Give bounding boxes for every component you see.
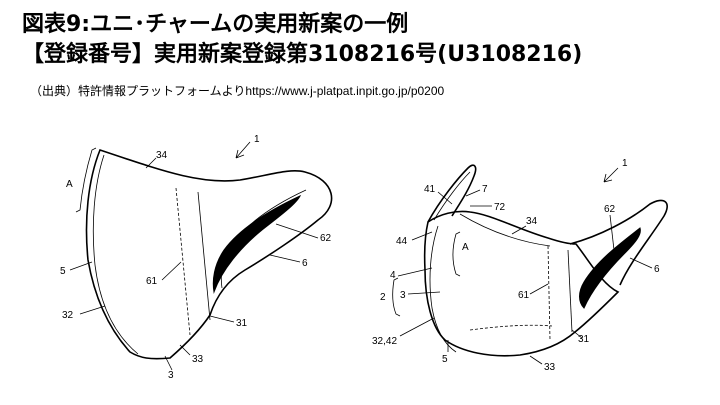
left-leader-32 xyxy=(79,305,106,315)
right-label-31: 31 xyxy=(578,334,590,345)
right-label-a: A xyxy=(462,242,469,253)
right-right-ear-loop xyxy=(569,199,668,286)
left-leader-5 xyxy=(69,261,93,271)
left-leader-3 xyxy=(164,355,173,371)
right-leader-41 xyxy=(437,191,453,205)
source-prefix: （出典）特許情報プラットフォームより xyxy=(30,84,246,98)
left-label-a: A xyxy=(66,179,73,190)
right-ridge-line xyxy=(459,213,551,247)
right-leader-31 xyxy=(571,329,583,339)
left-ear-slot-inner xyxy=(220,189,307,289)
left-label-6: 6 xyxy=(302,258,308,269)
source-note: （出典）特許情報プラットフォームよりhttps://www.j-platpat.… xyxy=(30,82,444,99)
right-leader-3 xyxy=(407,291,441,295)
right-bracket-a xyxy=(452,231,461,277)
left-label-3: 3 xyxy=(168,370,174,381)
left-bracket-a xyxy=(75,147,97,213)
right-left-ear-loop xyxy=(427,164,477,223)
left-mask-outline xyxy=(85,149,333,360)
right-label-32-42: 32,42 xyxy=(372,336,397,347)
left-label-32: 32 xyxy=(62,310,74,321)
left-arrow-1 xyxy=(235,141,251,159)
right-arrow-1 xyxy=(603,167,619,183)
right-front-edge xyxy=(429,225,457,353)
left-label-34: 34 xyxy=(156,150,168,161)
right-mask-drawing: 1 41 7 72 34 62 44 A 4 2 3 61 6 31 32,42… xyxy=(372,158,668,373)
left-leader-34 xyxy=(145,157,157,169)
left-leader-62 xyxy=(275,223,319,239)
right-mask-outline xyxy=(423,210,620,357)
right-seam-31 xyxy=(567,249,573,333)
left-label-31: 31 xyxy=(236,318,248,329)
right-label-62: 62 xyxy=(604,204,616,215)
right-leader-6 xyxy=(629,257,653,269)
right-label-41: 41 xyxy=(424,184,436,195)
right-leader-33 xyxy=(529,355,543,365)
right-label-4: 4 xyxy=(390,270,396,281)
right-label-6: 6 xyxy=(654,264,660,275)
left-seam-31 xyxy=(197,191,211,321)
left-dashed-61 xyxy=(175,187,191,336)
left-leader-33 xyxy=(179,344,191,356)
right-label-1: 1 xyxy=(622,158,628,169)
right-bracket-2 xyxy=(392,277,401,317)
right-leader-4 xyxy=(397,267,433,277)
left-leader-31 xyxy=(209,315,235,323)
right-label-33: 33 xyxy=(544,362,556,373)
left-label-1: 1 xyxy=(254,134,260,145)
left-label-5: 5 xyxy=(60,266,66,277)
source-url: https://www.j-platpat.inpit.go.jp/p0200 xyxy=(245,84,445,98)
left-mask-edge-line xyxy=(92,154,139,355)
right-leader-44 xyxy=(411,231,433,241)
slide-title-line1: 図表9:ユニ･チャームの実用新案の一例 xyxy=(22,12,409,37)
right-leader-7 xyxy=(465,189,481,197)
right-ear-slot-62 xyxy=(579,227,641,309)
right-label-72: 72 xyxy=(494,202,506,213)
right-label-3: 3 xyxy=(400,290,406,301)
left-label-61: 61 xyxy=(146,276,158,287)
left-leader-6 xyxy=(269,254,301,263)
left-label-62: 62 xyxy=(320,233,332,244)
left-leader-61 xyxy=(161,261,182,281)
right-leader-34 xyxy=(511,225,527,235)
right-label-2: 2 xyxy=(380,292,386,303)
left-mask-drawing: 1 34 A 62 6 61 5 32 31 33 3 xyxy=(60,134,333,381)
right-label-7: 7 xyxy=(482,184,488,195)
right-left-ear-loop-inner xyxy=(433,171,471,221)
right-label-5: 5 xyxy=(442,354,448,365)
right-leader-3242 xyxy=(399,317,435,337)
right-label-34: 34 xyxy=(526,216,538,227)
right-label-44: 44 xyxy=(396,236,408,247)
right-dashed-61 xyxy=(547,245,551,341)
right-leader-62 xyxy=(609,214,615,251)
right-dashed-bottom xyxy=(469,324,553,331)
slide-title-line2: 【登録番号】実用新案登録第3108216号(U3108216) xyxy=(22,42,583,67)
right-leader-61 xyxy=(529,283,549,295)
left-label-33: 33 xyxy=(192,354,204,365)
right-label-61: 61 xyxy=(518,290,530,301)
